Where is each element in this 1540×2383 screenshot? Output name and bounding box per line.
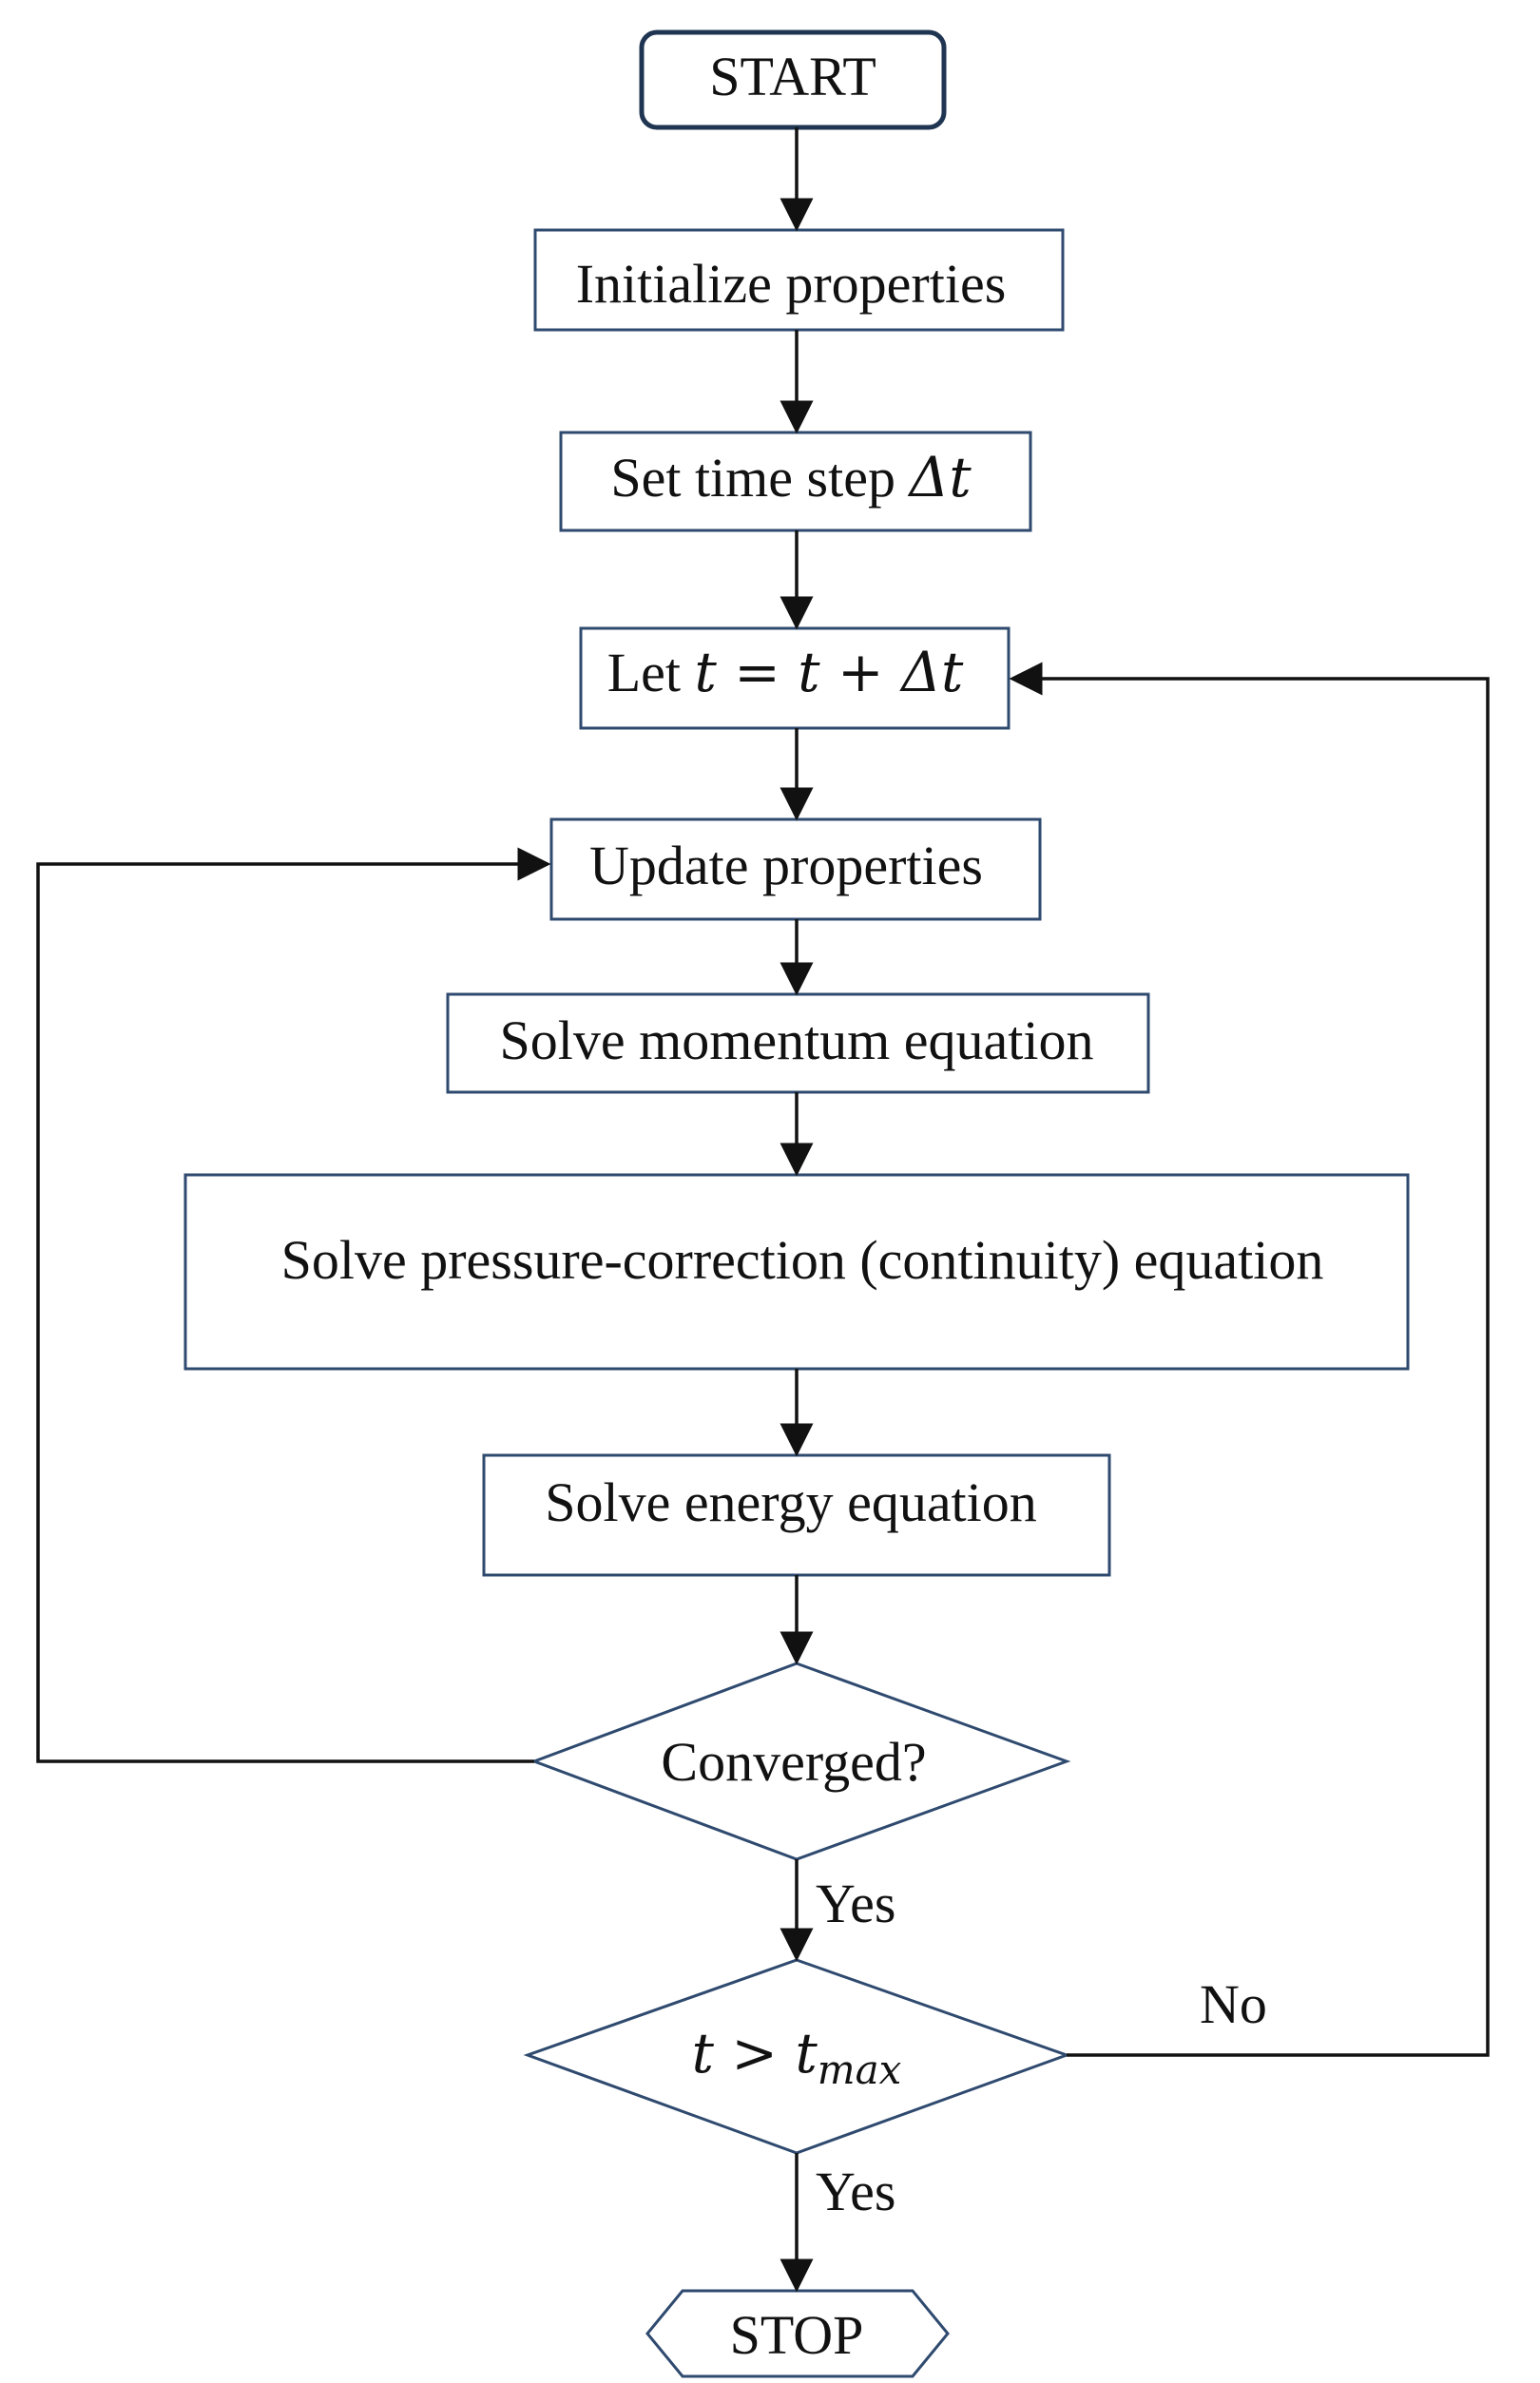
converged-decision: Converged? xyxy=(529,1662,1071,1861)
momentum-equation-node: Solve momentum equation xyxy=(446,992,1150,1094)
set-time-step-label: Set time step Δt xyxy=(610,445,972,509)
set-time-step-node: Set time step Δt xyxy=(559,431,1032,532)
initialize-properties-node: Initialize properties xyxy=(533,228,1065,332)
set-time-step-text: Set time step xyxy=(610,447,909,509)
energy-equation-node: Solve energy equation xyxy=(482,1453,1111,1577)
yes-time-limit-label: Yes xyxy=(816,2161,895,2222)
update-properties-node: Update properties xyxy=(549,817,1042,921)
yes-converged-label: Yes xyxy=(816,1873,895,1934)
time-limit-subscript: max xyxy=(818,2047,902,2093)
increment-time-text: Let xyxy=(607,642,695,703)
converged-label: Converged? xyxy=(661,1731,926,1793)
increment-time-math: t = t + Δt xyxy=(695,640,964,704)
increment-time-node: Let t = t + Δt xyxy=(579,626,1011,730)
arrow-time-limit-no-loop xyxy=(1009,662,1490,2057)
initialize-properties-label: Initialize properties xyxy=(576,253,1007,315)
momentum-equation-label: Solve momentum equation xyxy=(499,1009,1093,1071)
arrow-not-converged-loop xyxy=(36,847,551,1763)
time-limit-label: t > tmax xyxy=(692,2021,902,2093)
start-node: START xyxy=(639,29,947,130)
stop-node: STOP xyxy=(645,2289,950,2378)
no-time-limit-label: No xyxy=(1200,1973,1267,2035)
increment-time-label: Let t = t + Δt xyxy=(607,640,964,704)
update-properties-label: Update properties xyxy=(589,835,983,896)
time-limit-decision: t > tmax xyxy=(523,1958,1071,2155)
set-time-step-math: Δt xyxy=(907,445,972,509)
stop-label: STOP xyxy=(730,2304,864,2366)
time-limit-lhs: t > t xyxy=(692,2021,818,2085)
pressure-correction-node: Solve pressure-correction (continuity) e… xyxy=(183,1173,1410,1371)
energy-equation-label: Solve energy equation xyxy=(545,1471,1037,1533)
start-label: START xyxy=(709,46,876,107)
pressure-correction-label: Solve pressure-correction (continuity) e… xyxy=(281,1229,1324,1291)
